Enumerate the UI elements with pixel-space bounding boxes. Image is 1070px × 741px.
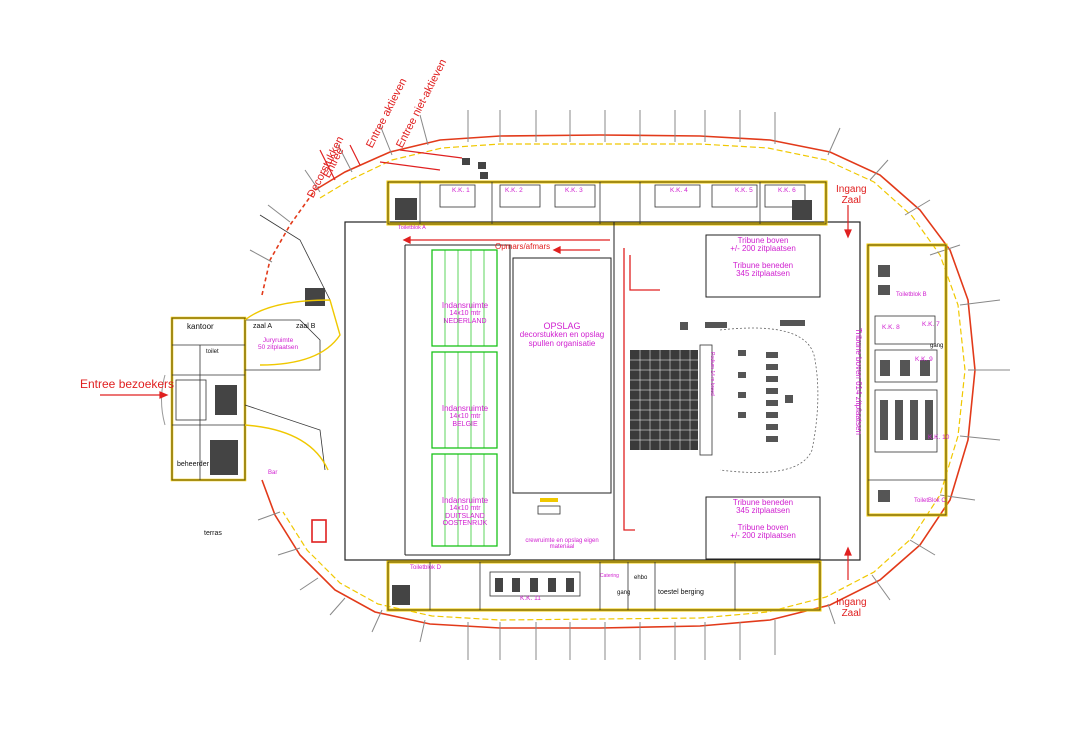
- entrance-arrows: [100, 144, 852, 580]
- warmup-rooms: [431, 249, 498, 547]
- opmars-route: [402, 235, 660, 531]
- crew-tables: [537, 498, 561, 515]
- kk-3: K.K. 3: [565, 187, 583, 194]
- left-building: [161, 214, 341, 543]
- tribune-top-label: Tribune boven+/- 200 zitplaatsen Tribune…: [730, 236, 796, 279]
- toiletblok-b: Toiletblok B: [896, 292, 927, 298]
- kk-11: K.K. 11: [520, 595, 541, 602]
- kk-7: K.K. 7: [922, 321, 940, 328]
- toiletblok-a: Toiletblok A: [398, 225, 426, 231]
- jury-fence: [719, 327, 819, 473]
- room-bar: Bar: [268, 470, 278, 476]
- bottom-building: [386, 560, 822, 612]
- room-zaal-a: zaal A: [253, 323, 273, 330]
- podium-label: Podium 14 m breed: [709, 352, 715, 396]
- room-catering: Catering: [600, 573, 619, 579]
- room-beheerder: beheerder: [177, 461, 209, 468]
- room-ehbo: ehbo: [634, 575, 648, 581]
- warmup-frame: [404, 222, 615, 560]
- kk-1: K.K. 1: [452, 187, 470, 194]
- room-zaal-b: zaal B: [296, 323, 316, 330]
- radial-posts: [249, 110, 1010, 660]
- grandstands: [705, 234, 821, 560]
- tribune-side-label: Tribune boven 614 zitplaatsen: [854, 328, 863, 435]
- room-terras: terras: [204, 530, 222, 537]
- room-gang-right: gang: [930, 343, 944, 349]
- kk-6: K.K. 6: [778, 187, 796, 194]
- kk-2: K.K. 2: [505, 187, 523, 194]
- kk-10: K.K. 10: [928, 434, 950, 441]
- kk-8: K.K. 8: [882, 324, 900, 331]
- room-toilet: toilet: [206, 349, 219, 355]
- opmars-label: Opmars/afmars: [495, 242, 551, 251]
- room-toestel-berging: toestel berging: [658, 589, 704, 596]
- room-gang-bottom: gang: [617, 590, 631, 596]
- toiletblok-d: Toiletblok D: [410, 565, 442, 571]
- kk-9: K.K. 9: [915, 356, 933, 363]
- main-hall: [344, 221, 861, 561]
- right-building: [866, 243, 948, 517]
- perimeter-walls: [282, 143, 966, 621]
- toiletblok-c: ToiletBlok C: [914, 498, 946, 504]
- room-kantoor: kantoor: [187, 322, 214, 331]
- competition-floor: [630, 344, 713, 456]
- jury-area: [680, 320, 805, 442]
- top-building: [386, 158, 828, 226]
- entrance-bezoekers-label: Entree bezoekers: [80, 377, 175, 391]
- kk-4: K.K. 4: [670, 187, 688, 194]
- kk-5: K.K. 5: [735, 187, 753, 194]
- outer-perimeter: [261, 134, 976, 629]
